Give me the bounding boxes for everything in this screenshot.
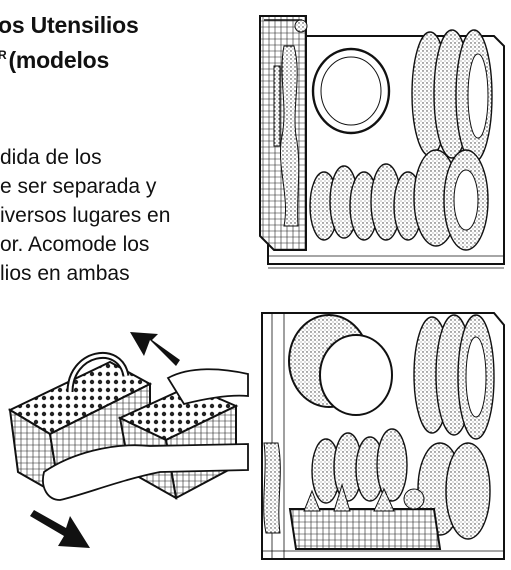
paragraph-line: e ser separada y (0, 175, 157, 198)
arrow-down-left-icon (30, 510, 90, 548)
registered-mark: R (0, 48, 7, 62)
arrow-up-left-icon (130, 332, 180, 366)
instruction-paragraph: dida de los e ser separada y iversos lug… (0, 143, 240, 288)
paragraph-line: or. Acomode los (0, 233, 150, 256)
heading-line-1: os Utensilios (0, 12, 139, 38)
silverware-basket-illustration (7, 332, 249, 548)
section-heading: os Utensilios R(modelos (0, 10, 248, 75)
paragraph-line: dida de los (0, 146, 102, 169)
paragraph-line: iversos lugares en (0, 204, 171, 227)
heading-line-2: R(modelos (0, 40, 248, 75)
paragraph-line: lios en ambas (0, 262, 130, 285)
heading-line-2-text: (modelos (8, 47, 110, 73)
rack-illustration-top (259, 15, 505, 269)
silverware-basket-icon (288, 508, 442, 550)
rack-illustration-bottom (261, 312, 505, 560)
